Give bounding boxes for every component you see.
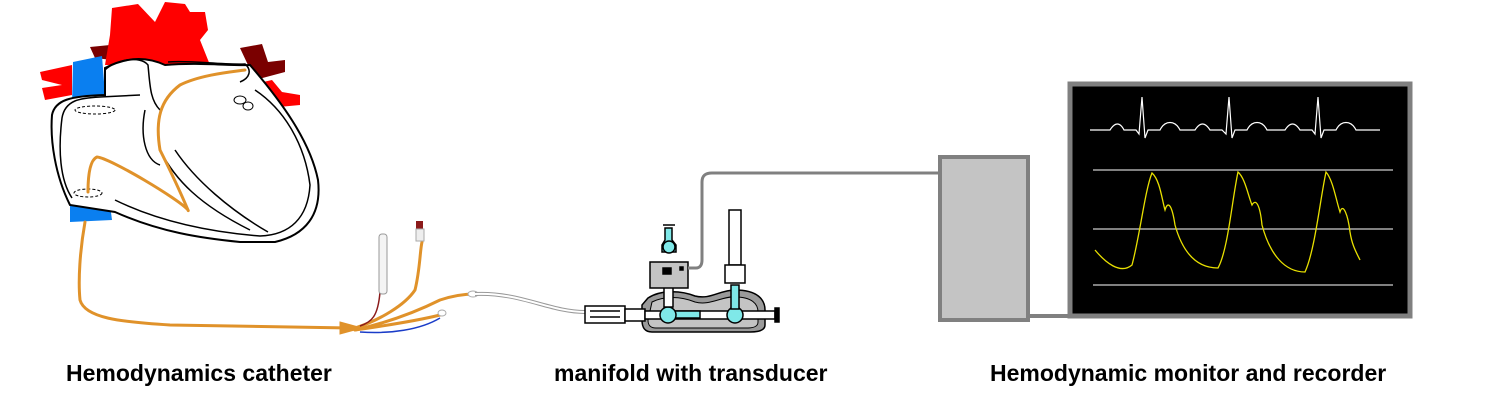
catheter-in-heart <box>86 68 247 213</box>
connector-cap <box>437 309 447 317</box>
luer-connector <box>584 305 626 324</box>
heart-outline <box>50 58 320 243</box>
pressure-waveform <box>1094 170 1361 273</box>
flush-riser <box>730 284 740 310</box>
catheter-hub <box>339 321 364 335</box>
transducer-cable <box>688 171 940 270</box>
catheter-tube <box>77 220 352 330</box>
monitor <box>938 81 1413 322</box>
valve <box>233 95 247 105</box>
thermistor-lumen-blue <box>359 317 441 334</box>
red-connector-cap <box>416 221 423 229</box>
connector <box>415 228 425 242</box>
stopcock <box>659 306 677 324</box>
catheter <box>77 68 477 335</box>
heart-inner-wall <box>59 89 311 237</box>
pressure-transducer <box>649 261 689 289</box>
flush-device <box>724 264 746 284</box>
aorta <box>105 2 210 65</box>
heart-illustration <box>40 2 320 243</box>
pressure-tubing-inner <box>474 292 586 313</box>
ecg-trace <box>1090 96 1380 139</box>
transducer-port <box>662 267 672 275</box>
catheter-label: Hemodynamics catheter <box>66 360 332 386</box>
aortic-arch-wall <box>104 58 250 111</box>
manifold <box>584 209 780 333</box>
connector-sleeve <box>624 308 646 322</box>
pressure-tubing <box>474 291 586 314</box>
valve <box>242 101 254 111</box>
valve <box>74 105 116 115</box>
pulmonary-artery-left <box>40 65 72 100</box>
recorder-box <box>938 155 1030 322</box>
monitor-label: Hemodynamic monitor and recorder <box>990 360 1387 386</box>
manifold-end-cap <box>774 307 780 323</box>
catheter-branch <box>353 292 477 332</box>
superior-vena-cava <box>72 56 105 105</box>
balloon-lumen-red <box>359 291 381 327</box>
manifold-label: manifold with transducer <box>554 360 828 386</box>
balloon-syringe <box>378 233 388 295</box>
flush-tube <box>728 209 742 266</box>
catheter-branch <box>353 313 442 332</box>
catheter-branch <box>353 240 424 330</box>
monitor-frame <box>1067 81 1413 319</box>
